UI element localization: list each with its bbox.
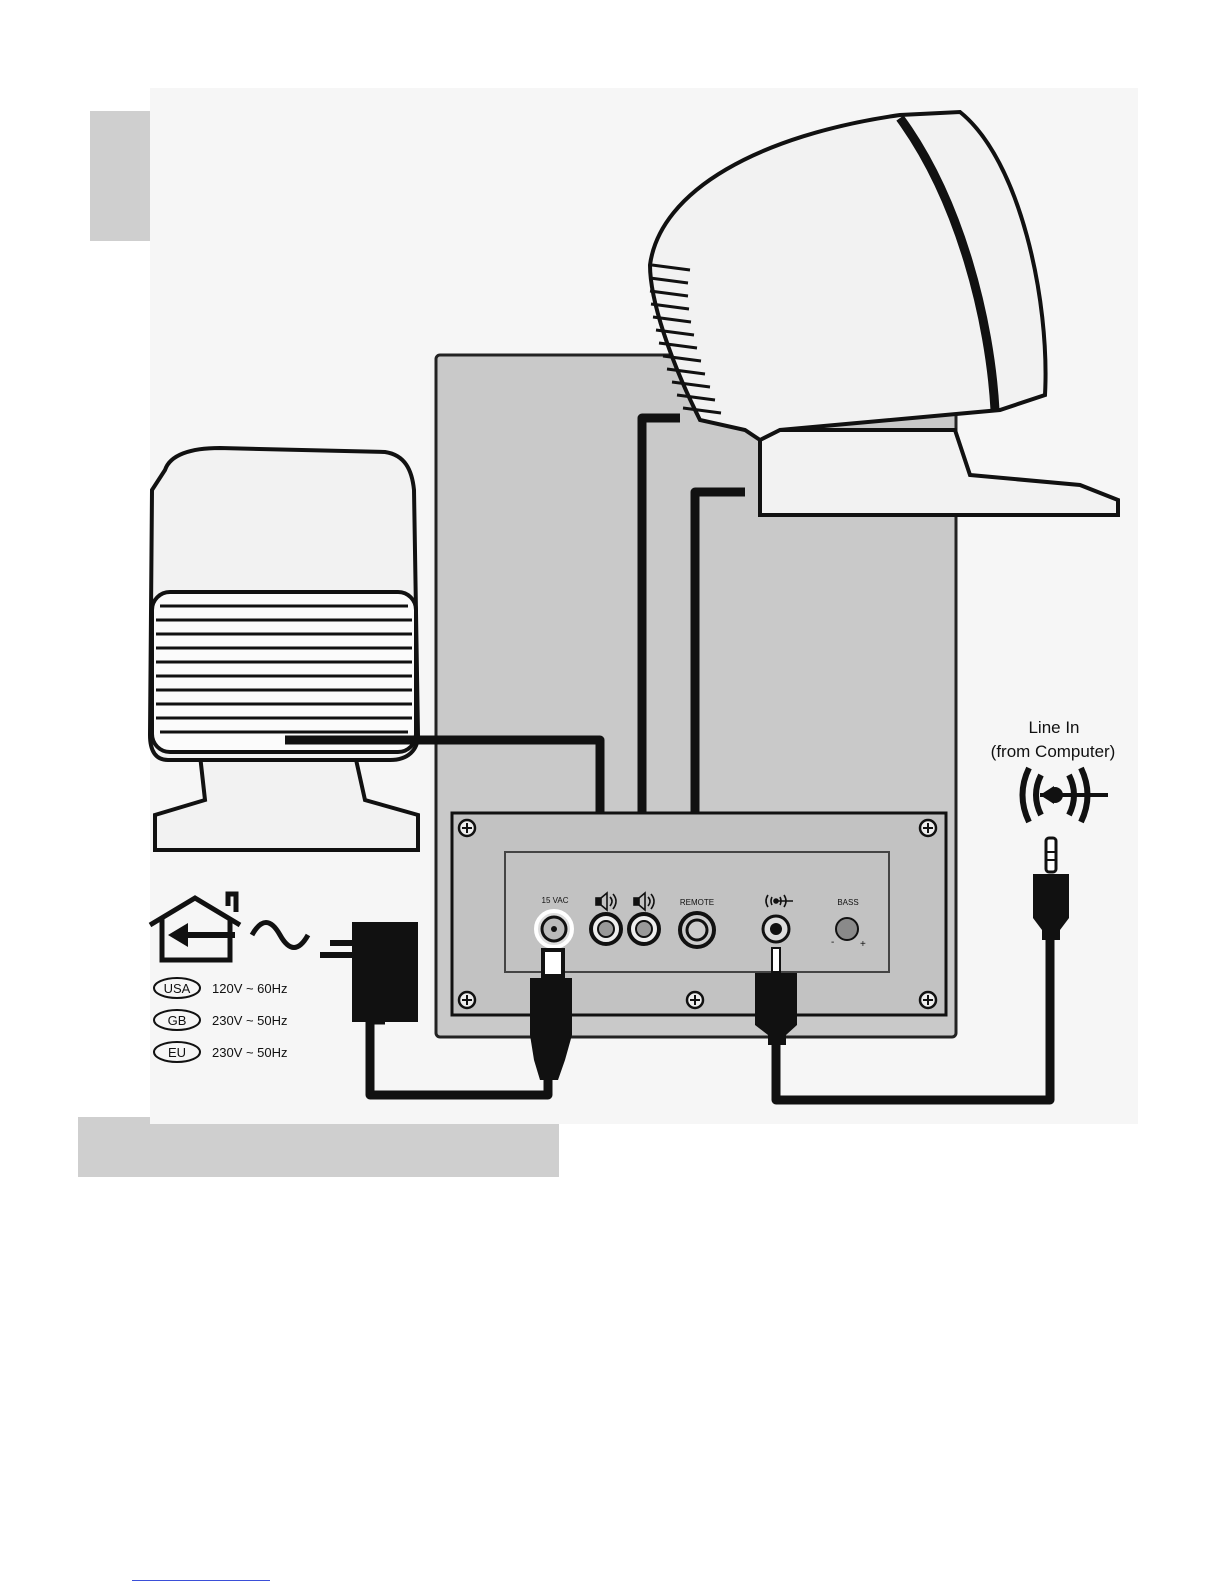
right-speaker-jack [629,914,659,944]
svg-text:230V ~ 50Hz: 230V ~ 50Hz [212,1013,288,1028]
power-jack-label: 15 VAC [542,896,569,905]
line-in-jack [763,916,789,942]
bass-label: BASS [837,898,858,907]
svg-text:EU: EU [168,1045,186,1060]
left-speaker-jack [591,914,621,944]
svg-text:120V ~ 60Hz: 120V ~ 60Hz [212,981,288,996]
svg-text:GB: GB [168,1013,187,1028]
bass-minus-label: - [831,937,834,948]
power-jack [536,911,572,947]
footer-link-underline [132,1580,270,1581]
remote-jack [680,913,714,947]
bass-knob [836,918,858,940]
voltage-eu: EU 230V ~ 50Hz [154,1042,288,1062]
line-in-title: Line In [1028,718,1079,737]
line-in-subtitle: (from Computer) [991,742,1116,761]
back-panel: 15 VAC REMOTE BASS - + [452,813,946,1015]
bass-plus-label: + [860,939,866,950]
svg-text:USA: USA [164,981,191,996]
svg-text:230V ~ 50Hz: 230V ~ 50Hz [212,1045,288,1060]
voltage-gb: GB 230V ~ 50Hz [154,1010,288,1030]
remote-label: REMOTE [680,898,714,907]
voltage-usa: USA 120V ~ 60Hz [154,978,288,998]
voltage-list: USA 120V ~ 60Hz GB 230V ~ 50Hz EU 230V ~… [154,978,288,1062]
